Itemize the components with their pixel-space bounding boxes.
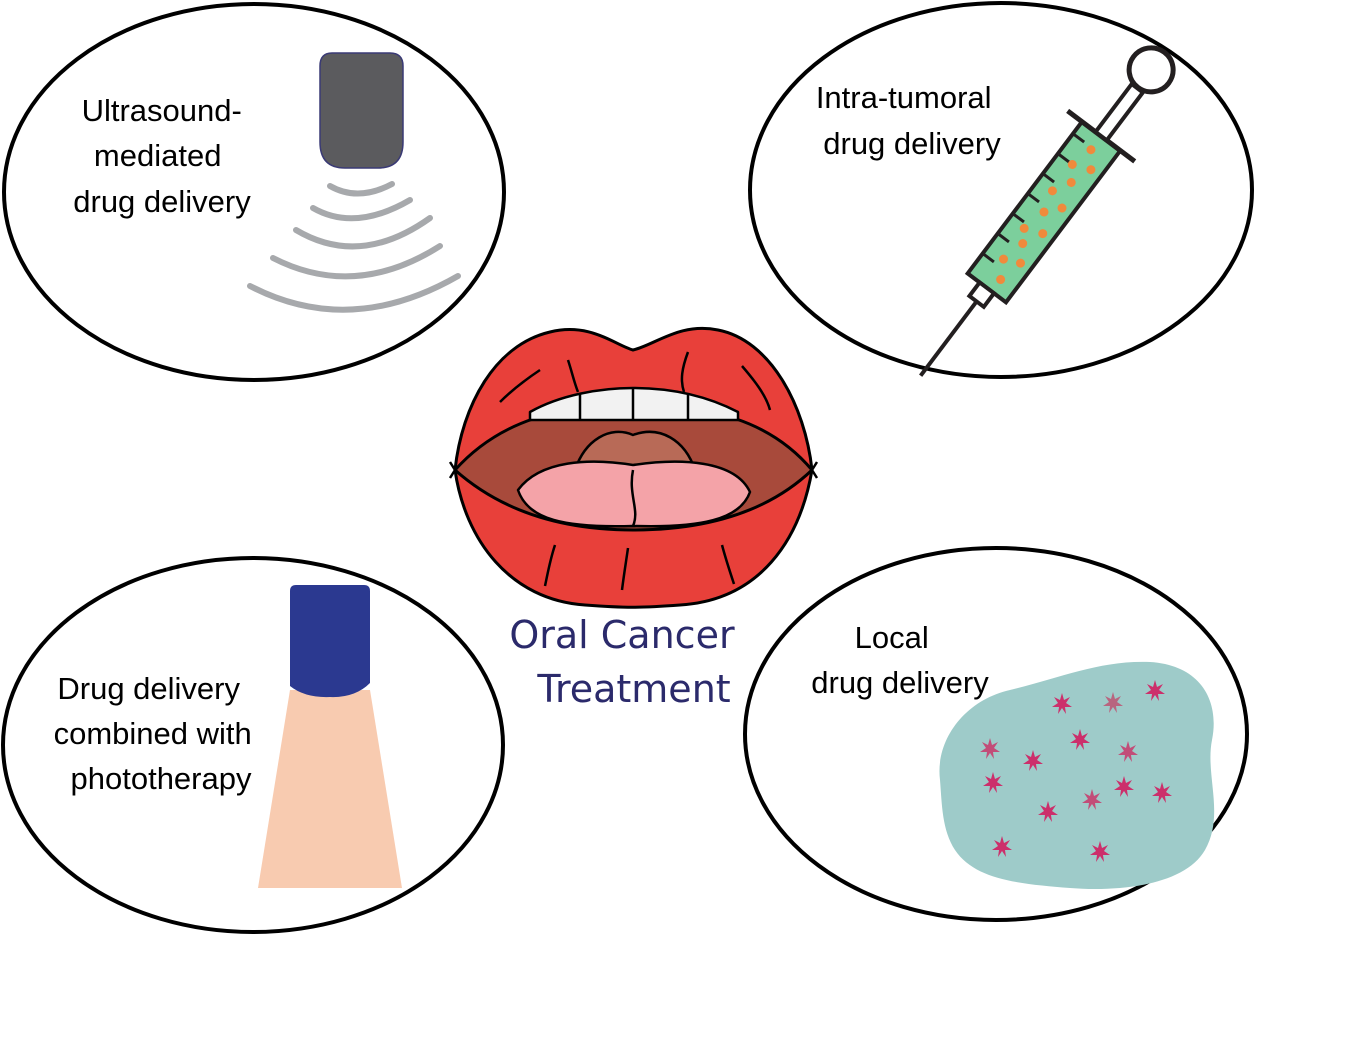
local-label-line-2: drug delivery bbox=[811, 665, 989, 700]
patch-drug-stars bbox=[980, 680, 1172, 862]
intratumoral-label-line-2: drug delivery bbox=[823, 126, 1001, 161]
local-label-line-1: Local bbox=[855, 620, 929, 655]
ultrasound-method-node: Ultrasound- mediated drug delivery bbox=[2, 2, 506, 382]
lamp-head-icon bbox=[290, 585, 370, 698]
intratumoral-method-ellipse bbox=[748, 1, 1254, 379]
phototherapy-label-line-2: combined with bbox=[54, 716, 252, 751]
phototherapy-label-line-1: Drug delivery bbox=[57, 671, 240, 706]
drug-patch-icon bbox=[939, 661, 1215, 890]
intratumoral-method-node: Intra-tumoral drug delivery bbox=[748, 1, 1254, 379]
local-method-node: Local drug delivery bbox=[743, 546, 1249, 922]
light-beam-icon bbox=[258, 690, 402, 888]
center-title-line-2: Treatment bbox=[536, 667, 730, 711]
ultrasound-label-line-3: drug delivery bbox=[73, 184, 251, 219]
ultrasound-probe-icon bbox=[319, 52, 404, 169]
tongue-icon bbox=[516, 460, 752, 528]
center-title-line-1: Oral Cancer bbox=[509, 613, 735, 657]
phototherapy-method-label: Drug delivery combined with phototherapy bbox=[54, 671, 261, 796]
ultrasound-waves-icon bbox=[247, 181, 461, 313]
ultrasound-method-label: Ultrasound- mediated drug delivery bbox=[73, 93, 251, 219]
center-title: Oral Cancer Treatment bbox=[509, 613, 746, 711]
phototherapy-method-node: Drug delivery combined with phototherapy bbox=[1, 556, 505, 934]
ultrasound-label-line-2: mediated bbox=[94, 138, 222, 173]
local-method-label: Local drug delivery bbox=[811, 620, 989, 700]
mouth-illustration bbox=[448, 326, 819, 609]
intratumoral-method-label: Intra-tumoral drug delivery bbox=[816, 80, 1001, 161]
ultrasound-label-line-1: Ultrasound- bbox=[82, 93, 242, 128]
phototherapy-label-line-3: phototherapy bbox=[71, 761, 252, 796]
intratumoral-label-line-1: Intra-tumoral bbox=[816, 80, 992, 115]
syringe-icon bbox=[919, 45, 1176, 377]
drug-particles-icon bbox=[996, 145, 1096, 285]
